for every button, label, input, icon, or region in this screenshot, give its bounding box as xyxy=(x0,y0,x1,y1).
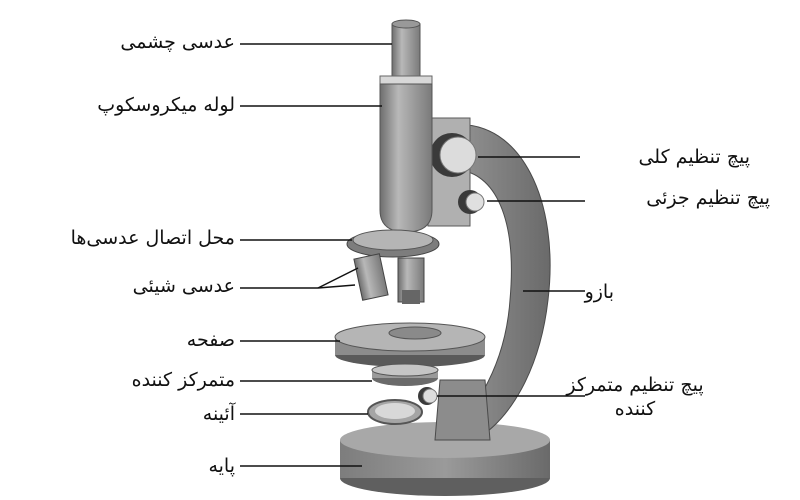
label-condenser-knob: پیچ تنظیم متمرکز کننده xyxy=(566,374,704,420)
label-eyepiece: عدسی چشمی xyxy=(120,31,235,53)
leader-lines-left xyxy=(240,43,392,467)
condenser-knob-icon xyxy=(418,387,438,405)
coarse-knob-icon xyxy=(430,133,477,177)
nosepiece xyxy=(346,229,440,258)
condenser xyxy=(371,363,439,386)
microscope-arm xyxy=(434,124,551,441)
microscope-base xyxy=(340,422,550,496)
label-base: پایه xyxy=(208,455,235,477)
fine-knob-icon xyxy=(458,190,485,214)
eyepiece xyxy=(391,19,421,77)
mirror-icon xyxy=(367,399,423,425)
leader-lines-right xyxy=(437,156,585,397)
objective-lenses xyxy=(353,253,425,304)
label-objective: عدسی شیئی xyxy=(132,275,235,297)
label-stage: صفحه xyxy=(186,329,235,351)
label-mirror: آئینه xyxy=(202,403,235,425)
label-nosepiece: محل اتصال عدسی‌ها xyxy=(70,227,235,249)
label-condenser: متمرکز کننده xyxy=(131,369,235,391)
label-tube: لوله میکروسکوپ xyxy=(97,94,235,116)
label-fine-knob: پیچ تنظیم جزئی xyxy=(646,187,770,209)
label-coarse-knob: پیچ تنظیم کلی xyxy=(638,146,750,168)
label-arm: بازو xyxy=(584,281,614,303)
microscope-stage xyxy=(334,322,486,367)
microscope-tube xyxy=(379,75,433,233)
